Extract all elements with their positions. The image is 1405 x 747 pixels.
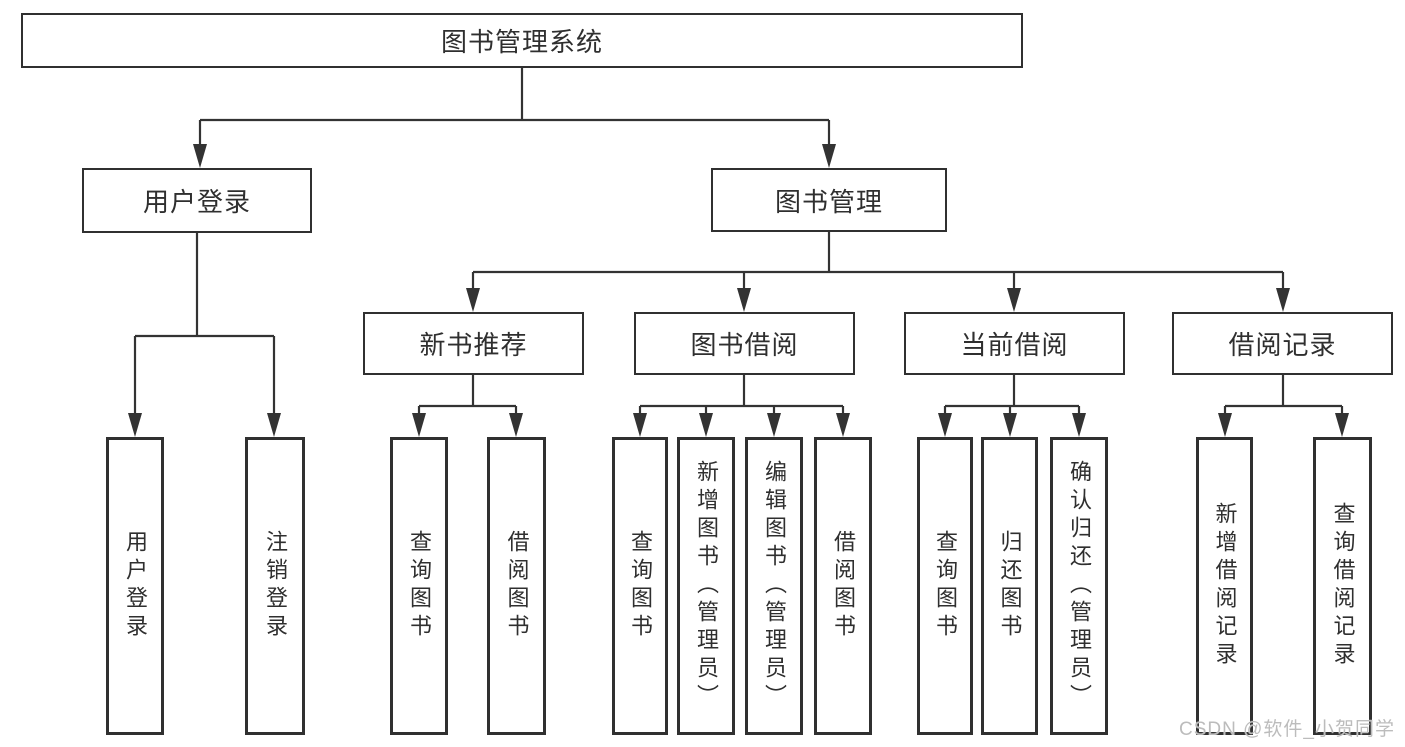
node-current-borrow: 当前借阅	[904, 312, 1125, 375]
leaf-records-query-borrow-record: 查询借阅记录	[1313, 437, 1372, 735]
leaf-borrow-query-books: 查询图书	[612, 437, 668, 735]
leaf-logout-login: 注销登录	[245, 437, 305, 735]
leaf-current-confirm-return-admin: 确认归还（管理员）	[1050, 437, 1108, 735]
leaf-current-return-books: 归还图书	[981, 437, 1038, 735]
leaf-records-add-borrow-record: 新增借阅记录	[1196, 437, 1253, 735]
leaf-newbook-borrow-books: 借阅图书	[487, 437, 546, 735]
leaf-borrow-add-book-admin: 新增图书（管理员）	[677, 437, 735, 735]
leaf-user-login: 用户登录	[106, 437, 164, 735]
leaf-borrow-edit-book-admin: 编辑图书（管理员）	[745, 437, 803, 735]
leaf-current-query-books: 查询图书	[917, 437, 973, 735]
leaf-newbook-query-books: 查询图书	[390, 437, 448, 735]
watermark: CSDN @软件_小贺同学	[1179, 719, 1395, 740]
node-new-book-recommend: 新书推荐	[363, 312, 584, 375]
leaf-borrow-borrow-books: 借阅图书	[814, 437, 872, 735]
node-borrow-records: 借阅记录	[1172, 312, 1393, 375]
node-root-system: 图书管理系统	[21, 13, 1023, 68]
node-user-login: 用户登录	[82, 168, 312, 233]
node-book-borrow: 图书借阅	[634, 312, 855, 375]
node-book-management: 图书管理	[711, 168, 947, 232]
